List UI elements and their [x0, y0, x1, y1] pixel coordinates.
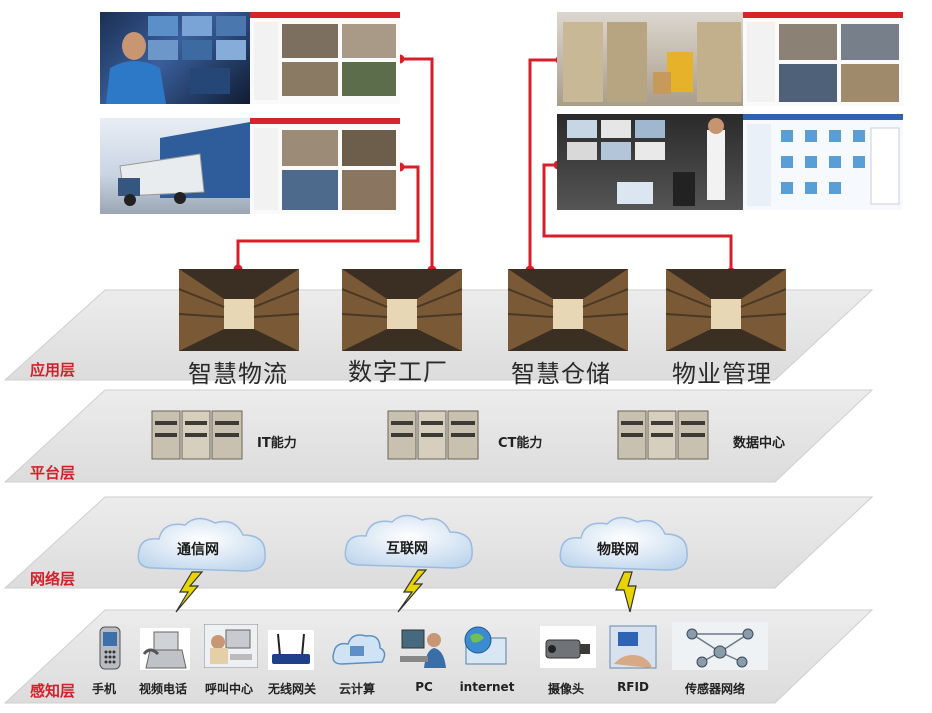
warehouse-image-storage: [508, 269, 628, 351]
cloud-icon: [344, 514, 473, 569]
video-phone-icon: [140, 628, 190, 670]
warehouse-image-property: [666, 269, 786, 351]
lightning-icon: [175, 571, 204, 613]
connector-lines: [236, 57, 733, 272]
screenshot-property-software: [743, 114, 903, 210]
photo-monitoring-center: [557, 114, 743, 210]
device-label-internet: internet: [459, 680, 515, 694]
lightning-icon: [615, 571, 637, 613]
photo-control-room-operator: [100, 12, 250, 104]
mobile-phone-icon: [99, 626, 121, 670]
platform-label-it: IT能力: [257, 436, 297, 451]
device-label-video-phone: 视频电话: [138, 682, 188, 696]
layer-label-platform: 平台层: [30, 464, 76, 482]
cloud-icon: [137, 517, 266, 572]
network-label-internet: 互联网: [386, 541, 428, 557]
layer-label-application: 应用层: [30, 361, 76, 379]
connector-storage: [528, 58, 560, 270]
server-rack-icon: [386, 407, 481, 466]
device-label-camera: 摄像头: [547, 682, 585, 696]
connector-logistics: [236, 165, 420, 269]
device-label-sensor-network: 传感器网络: [684, 682, 746, 696]
platform-label-datacenter: 数据中心: [733, 436, 786, 451]
photo-warehouse-forklift: [557, 12, 743, 106]
camera-icon: [540, 626, 596, 668]
photo-truck-dock: [100, 118, 250, 214]
server-rack-icon: [616, 407, 711, 466]
layer-label-network: 网络层: [30, 570, 76, 588]
device-label-call-center: 呼叫中心: [204, 682, 254, 696]
connector-factory: [400, 57, 434, 270]
cloud-computing-icon: [332, 634, 386, 665]
lightning-icon: [397, 569, 428, 613]
device-label-rfid: RFID: [617, 680, 649, 694]
cloud-icon: [559, 516, 688, 571]
warehouse-image-logistics: [179, 269, 299, 351]
device-label-mobile: 手机: [91, 682, 117, 696]
platform-label-ct: CT能力: [498, 436, 543, 451]
network-label-iot: 物联网: [597, 542, 639, 558]
app-label-factory: 数字工厂: [348, 358, 448, 386]
connector-property: [542, 163, 733, 272]
wireless-gateway-icon: [268, 630, 314, 670]
sensor-network-icon: [672, 622, 768, 670]
layer-label-perception: 感知层: [30, 682, 76, 700]
warehouse-image-factory: [342, 269, 462, 351]
screenshot-logistics-software-a: [250, 12, 400, 104]
lightning-icons: [175, 569, 637, 613]
pc-icon: [400, 629, 446, 668]
device-label-pc: PC: [415, 680, 433, 694]
app-label-property: 物业管理: [672, 360, 772, 388]
device-label-wireless-gateway: 无线网关: [267, 682, 317, 696]
screenshot-logistics-software-b: [250, 118, 400, 214]
network-label-telecom: 通信网: [177, 542, 219, 558]
device-label-cloud-computing: 云计算: [338, 682, 376, 696]
app-label-logistics: 智慧物流: [188, 360, 288, 388]
internet-globe-icon: [464, 626, 507, 665]
rfid-icon: [609, 625, 657, 669]
app-label-storage: 智慧仓储: [511, 360, 611, 388]
screenshot-storage-software: [743, 12, 903, 106]
server-rack-icon: [150, 407, 245, 466]
call-center-icon: [204, 624, 258, 668]
